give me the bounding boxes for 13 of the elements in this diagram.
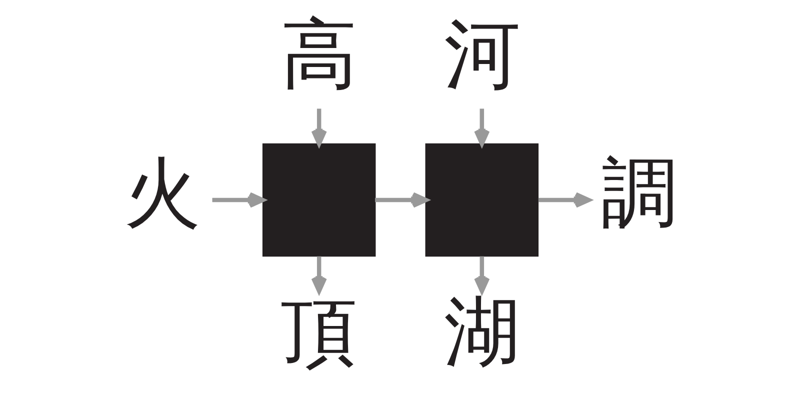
node-box xyxy=(424,143,538,257)
node-text: 高 xyxy=(280,12,357,98)
arrow xyxy=(310,108,326,146)
node-box xyxy=(262,143,376,257)
node-text: 頂 xyxy=(280,290,357,376)
node-text: 火 xyxy=(123,151,200,236)
node-text: 河 xyxy=(443,12,520,98)
node-text: 調 xyxy=(600,151,677,236)
arrow xyxy=(474,256,490,294)
arrow xyxy=(374,192,428,208)
node-text: 湖 xyxy=(443,290,520,376)
arrow xyxy=(310,256,326,294)
arrow xyxy=(474,108,490,146)
